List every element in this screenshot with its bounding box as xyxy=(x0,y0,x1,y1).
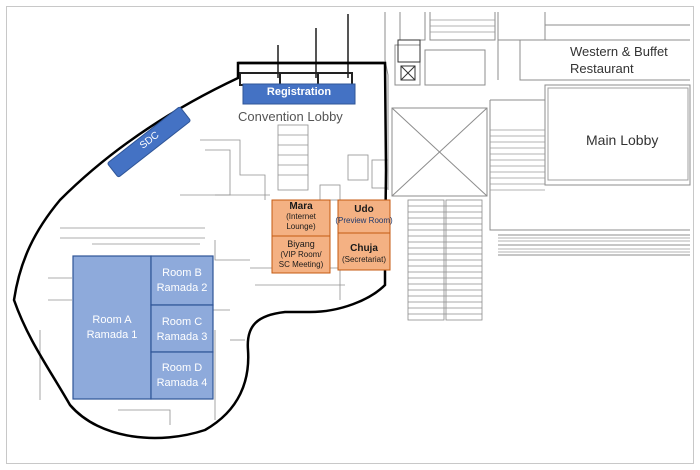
room-d-label: Room D Ramada 4 xyxy=(151,361,213,391)
grand-stairs xyxy=(407,199,483,321)
biyang-label: Biyang (VIP Room/ SC Meeting) xyxy=(272,239,330,270)
registration-label: Registration xyxy=(266,86,332,98)
udo-sub: (Preview Room) xyxy=(335,216,393,225)
mara-label: Mara (Internet Lounge) xyxy=(272,201,330,232)
mara-name: Mara xyxy=(289,201,313,212)
sdc-box xyxy=(107,106,191,178)
udo-name: Udo xyxy=(354,204,374,215)
room-c-name: Room C xyxy=(161,316,203,328)
biyang-sub-2: SC Meeting) xyxy=(278,260,324,269)
room-d-alt-name: Ramada 4 xyxy=(156,377,208,389)
chuja-sub: (Secretariat) xyxy=(341,255,386,264)
meeting-room-shapes xyxy=(72,255,214,400)
room-c-alt-name: Ramada 3 xyxy=(156,331,208,343)
room-b-name: Room B xyxy=(162,267,202,279)
chuja-name: Chuja xyxy=(350,243,378,254)
mara-sub-1: (Internet xyxy=(286,212,316,221)
room-a-name: Room A xyxy=(92,314,132,326)
convention-lobby-label: Convention Lobby xyxy=(238,109,343,124)
outer-wall xyxy=(12,61,388,440)
east-stairs xyxy=(430,19,690,253)
map-frame xyxy=(6,6,694,464)
elevator-box xyxy=(400,65,416,81)
registration-box xyxy=(242,83,356,105)
room-d-name: Room D xyxy=(161,362,203,374)
restaurant-label: Restaurant xyxy=(570,61,634,76)
chuja-label: Chuja (Secretariat) xyxy=(335,243,393,265)
udo-label: Udo (Preview Room) xyxy=(335,204,393,226)
western-buffet-label: Western & Buffet xyxy=(570,44,668,59)
room-a-label: Room A Ramada 1 xyxy=(73,313,151,343)
biyang-sub-1: (VIP Room/ xyxy=(280,250,322,259)
main-lobby-label: Main Lobby xyxy=(586,132,659,148)
registration-posts xyxy=(277,14,349,78)
interior-structures xyxy=(39,124,389,425)
mara-sub-2: Lounge) xyxy=(286,222,316,231)
room-b-label: Room B Ramada 2 xyxy=(151,266,213,296)
room-b-alt-name: Ramada 2 xyxy=(156,282,208,294)
biyang-name: Biyang xyxy=(287,239,315,249)
room-c-label: Room C Ramada 3 xyxy=(151,315,213,345)
office-room-shapes xyxy=(271,199,391,274)
east-building-structure xyxy=(384,12,691,256)
room-a-alt-name: Ramada 1 xyxy=(86,329,138,341)
